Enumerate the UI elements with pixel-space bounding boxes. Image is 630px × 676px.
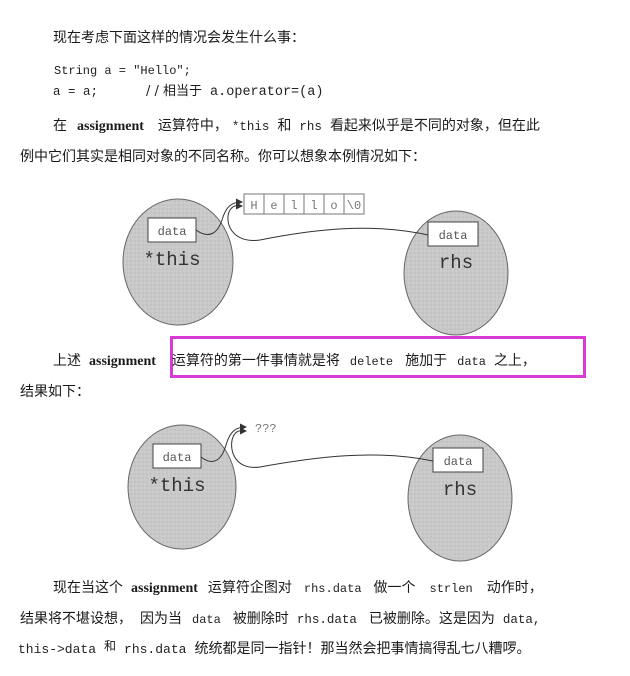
rhs-data-field: data: [444, 455, 473, 469]
code-this-data: this->data: [18, 642, 97, 657]
keyword-assignment: assignment: [89, 354, 156, 369]
text: 结果将不堪设想，: [20, 611, 132, 627]
paragraph-3-line-2: 结果如下：: [20, 384, 90, 400]
code-line-1: String a = "Hello";: [54, 64, 191, 78]
code-comment: / / 相当于: [146, 84, 203, 99]
code-delete: delete: [349, 355, 394, 369]
intro-sentence: 现在考虑下面这样的情况会发生什么事：: [53, 30, 305, 46]
paragraph-2-line-2: 例中它们其实是相同对象的不同名称。你可以想象本例情况如下：: [20, 149, 426, 165]
code-line-2: a = a; / / 相当于 a.operator=(a): [53, 80, 323, 100]
this-data-field: data: [158, 225, 187, 239]
paragraph-4-line-1: 现在当这个 assignment 运算符企图对 rhs.data 做一个 str…: [53, 577, 543, 597]
paragraph-4-line-3: this->data 和 rhs.data 统统都是同一指针！那当然会把事情搞得…: [18, 637, 530, 658]
rhs-pointer-arrow: [231, 427, 434, 468]
text: 运算符企图对: [207, 580, 292, 596]
rhs-label: rhs: [439, 252, 473, 274]
text: 和: [104, 639, 117, 653]
this-label: *this: [143, 249, 200, 271]
code-strlen: strlen: [429, 582, 473, 596]
text: 在: [53, 118, 67, 134]
this-label: *this: [148, 475, 205, 497]
svg-text:l: l: [310, 199, 317, 213]
paragraph-4-line-2: 结果将不堪设想， 因为当 data 被删除时 rhs.data 已被删除。这是因…: [20, 608, 540, 628]
code-rhs-data: rhs.data: [303, 582, 362, 596]
paragraph-3-line-1: 上述 assignment 运算符的第一件事情就是将 delete 施加于 da…: [53, 350, 536, 370]
text: 现在当这个: [53, 580, 123, 596]
svg-text:H: H: [250, 199, 257, 213]
diagram-shared-string: data *this data rhs H e l l o \0: [122, 193, 509, 336]
text: 上述: [53, 353, 81, 369]
keyword-assignment: assignment: [131, 581, 198, 596]
text: 之上，: [493, 353, 536, 369]
this-pointer-arrow: [195, 198, 243, 235]
text: 和: [277, 118, 292, 134]
text: 动作时，: [486, 580, 543, 596]
text: 统统都是同一指针！那当然会把事情搞得乱七八糟啰。: [194, 641, 531, 657]
code-rhs: rhs: [299, 120, 322, 134]
text: 做一个: [373, 580, 416, 596]
this-pointer-arrow: [200, 423, 247, 462]
hello-char-array: H e l l o \0: [243, 193, 365, 215]
code-assignment: a = a;: [53, 85, 99, 99]
code-rhs-data: rhs.data: [124, 642, 187, 657]
dangling-target-unknown: ???: [255, 422, 277, 436]
rhs-label: rhs: [443, 479, 477, 501]
keyword-assignment: assignment: [77, 119, 144, 134]
code-data: data: [457, 355, 486, 369]
text: 施加于: [405, 353, 448, 369]
code-operator-call: a.operator=(a): [210, 85, 324, 100]
text: 运算符中，: [157, 118, 228, 134]
code-data: data: [192, 613, 221, 627]
diagram-dangling-pointer: data *this data rhs ???: [127, 422, 513, 562]
text: 因为当: [140, 611, 182, 627]
text: 被删除时: [232, 611, 289, 627]
svg-text:o: o: [330, 199, 337, 213]
this-data-field: data: [163, 451, 192, 465]
code-rhs-data: rhs.data: [296, 613, 357, 627]
text: 运算符的第一件事情就是将: [171, 353, 340, 369]
text: 看起来似乎是不同的对象，但在此: [329, 118, 540, 134]
rhs-pointer-arrow: [227, 202, 429, 241]
rhs-data-field: data: [439, 229, 468, 243]
svg-text:\0: \0: [347, 199, 361, 213]
code-this: *this: [231, 120, 270, 134]
text: 已被删除。这是因为: [368, 611, 495, 627]
svg-text:l: l: [290, 199, 297, 213]
paragraph-2-line-1: 在 assignment 运算符中， *this 和 rhs 看起来似乎是不同的…: [53, 115, 540, 135]
svg-text:e: e: [270, 199, 277, 213]
highlight-box: [170, 336, 586, 378]
code-data: data,: [502, 613, 541, 627]
